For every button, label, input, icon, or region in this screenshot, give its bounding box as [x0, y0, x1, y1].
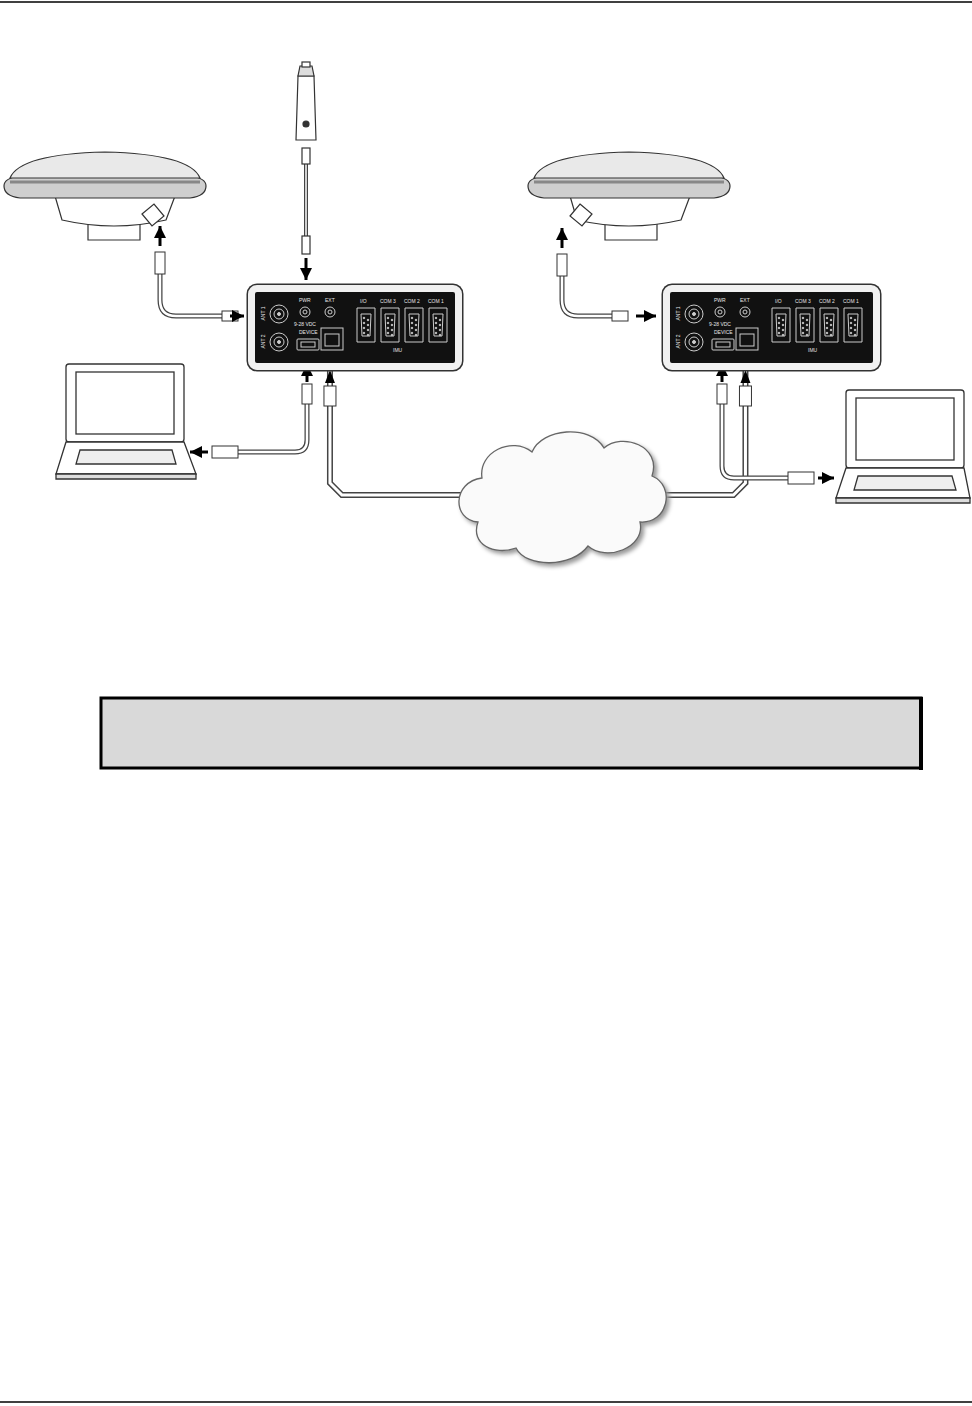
panel-label: COM 3 — [380, 299, 396, 304]
panel-label: ANT 2 — [676, 334, 681, 348]
rj45-plug — [739, 386, 751, 406]
panel-label: COM 1 — [843, 299, 859, 304]
rj45-plug — [324, 386, 336, 406]
panel-label: ANT 1 — [261, 306, 266, 320]
direction-arrow — [190, 364, 834, 478]
panel-label: PWR — [299, 298, 311, 303]
gnss-receiver: ANT 1 ANT 2 PWR 9-28 VDC DEVICE EXT I/O COM 3 CO… — [248, 285, 462, 370]
gnss-antenna — [528, 152, 730, 240]
panel-label: EXT — [740, 298, 750, 303]
note-box-shadow — [919, 697, 923, 770]
panel-label: ANT 2 — [261, 334, 266, 348]
panel-label: ANT 1 — [676, 306, 681, 320]
panel-ports — [670, 292, 873, 363]
panel-label: COM 3 — [795, 299, 811, 304]
panel-label: PWR — [714, 298, 726, 303]
panel-label: EXT — [325, 298, 335, 303]
panel-label: IMU — [808, 348, 817, 353]
note-box — [101, 698, 921, 768]
panel-label: COM 2 — [404, 299, 420, 304]
gnss-antenna — [4, 152, 206, 240]
power-plug — [296, 62, 316, 254]
panel-label: COM 1 — [428, 299, 444, 304]
panel-label: 9-28 VDC — [709, 322, 731, 327]
panel-ports — [255, 292, 455, 363]
panel-label: I/O — [360, 299, 367, 304]
direction-arrow — [160, 226, 656, 316]
panel-label: IMU — [393, 348, 402, 353]
network-cloud — [459, 432, 666, 563]
gnss-receiver: ANT 1 ANT 2 PWR 9-28 VDC DEVICE EXT I/O COM 3 CO… — [663, 285, 880, 370]
usb-plug — [212, 384, 814, 484]
note-box-shadow — [100, 767, 923, 769]
laptop — [56, 364, 196, 479]
panel-label: I/O — [775, 299, 782, 304]
page-rule — [0, 1, 972, 3]
usb-cable — [236, 400, 790, 478]
panel-label: DEVICE — [299, 330, 318, 335]
panel-label: DEVICE — [714, 330, 733, 335]
page-rule — [0, 1401, 972, 1403]
panel-label: 9-28 VDC — [294, 322, 316, 327]
laptop — [836, 390, 970, 503]
panel-label: COM 2 — [819, 299, 835, 304]
